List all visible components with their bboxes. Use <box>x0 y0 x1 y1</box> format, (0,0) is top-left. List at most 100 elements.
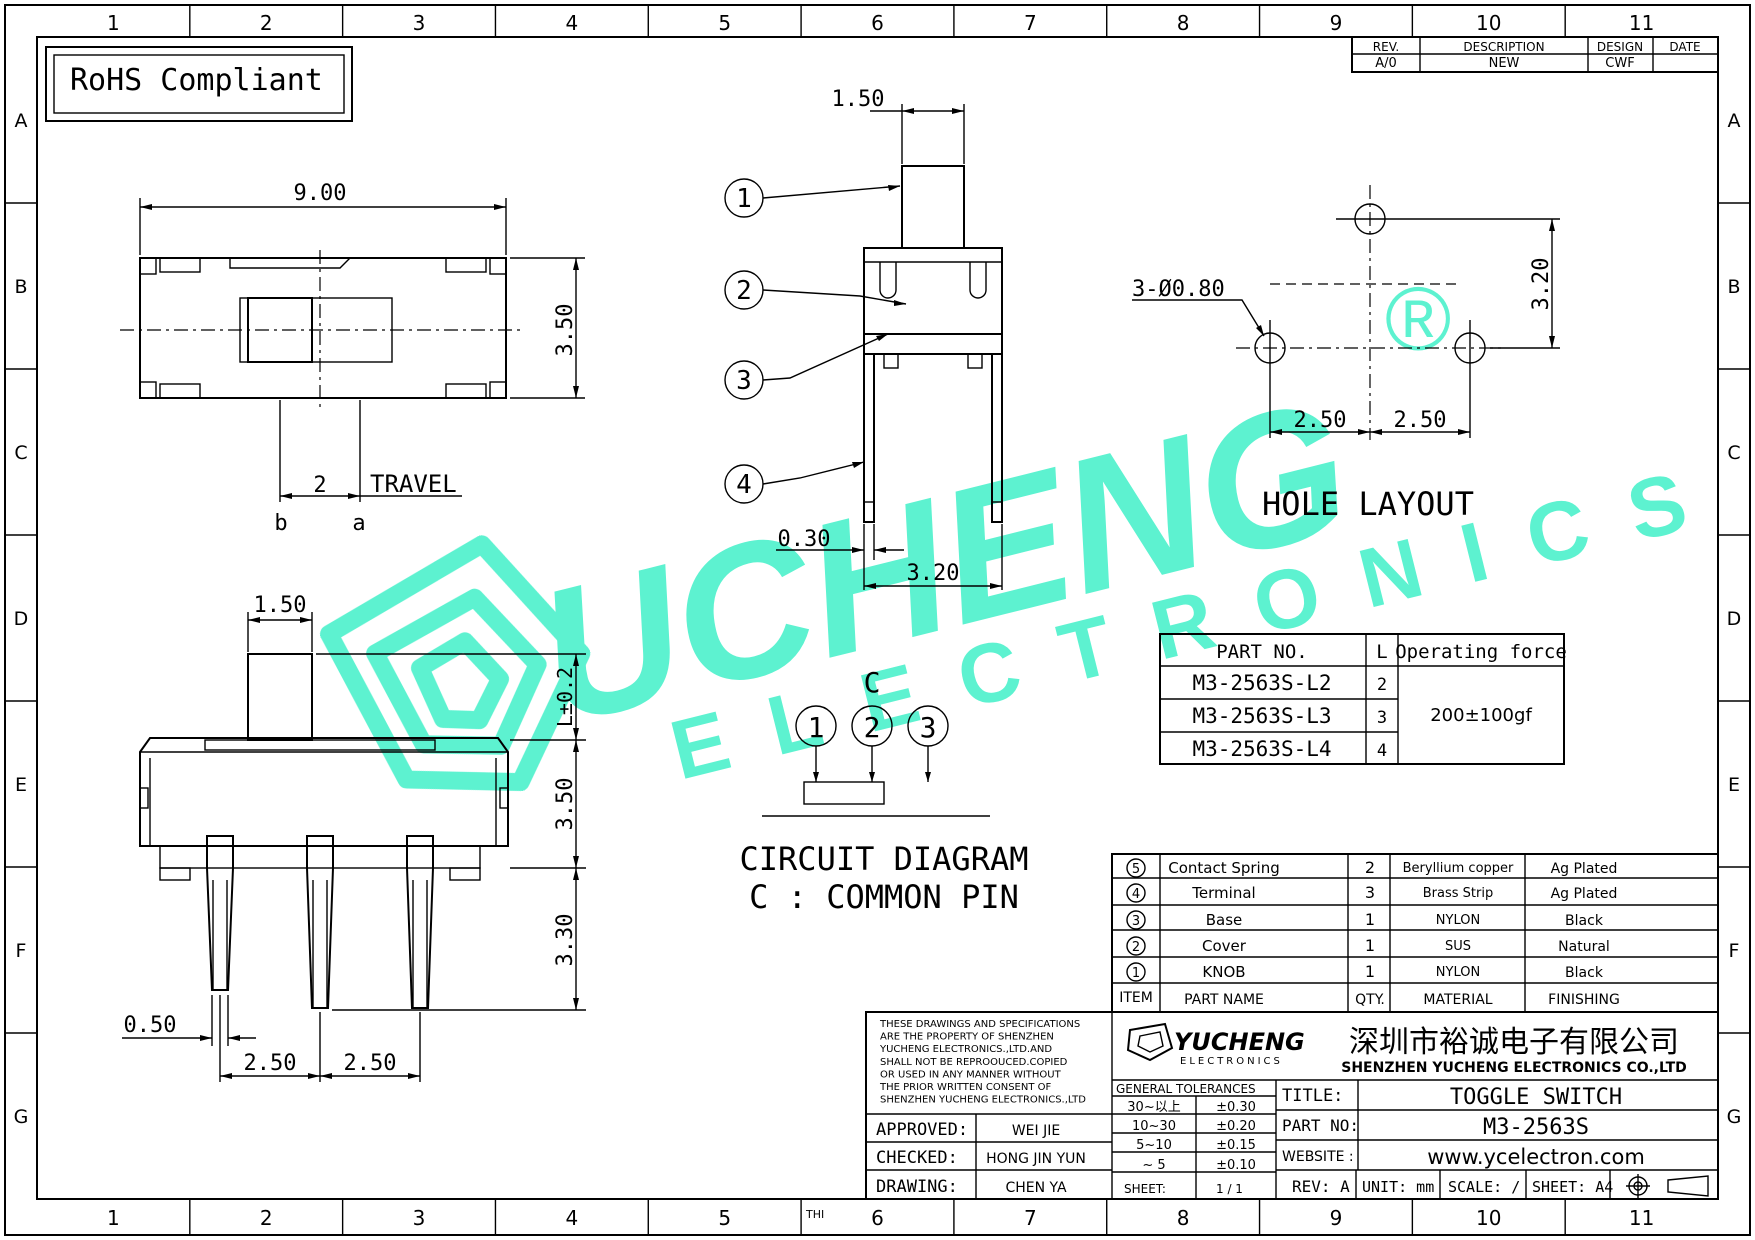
company-en: SHENZHEN YUCHENG ELECTRONICS CO.,LTD <box>1341 1060 1687 1076</box>
zone-col-bottom: 4 <box>565 1206 578 1230</box>
sheet-value: 1 / 1 <box>1216 1182 1243 1196</box>
rohs-label: RoHS Compliant <box>70 63 323 98</box>
dim-front-pin: 0.30 <box>778 527 831 552</box>
bom-item-no: 1 <box>1132 966 1140 981</box>
rev-header: REV. <box>1373 40 1399 54</box>
tol-range: 30~以上 <box>1127 1100 1180 1115</box>
dim-hole-p1: 2.50 <box>1294 408 1347 433</box>
zone-row-right: E <box>1728 774 1740 796</box>
watermark-logo: UCHENG ELECTRONICS ® <box>320 270 1738 797</box>
zone-col-top: 2 <box>260 11 273 35</box>
bom-item-circle <box>1126 858 1146 878</box>
parts-header-force: Operating force <box>1395 641 1567 663</box>
tol-range: 5~10 <box>1136 1138 1172 1153</box>
zone-row-right: C <box>1727 442 1740 464</box>
callout-1: 1 <box>736 184 752 214</box>
bom-item-circle <box>1126 962 1146 982</box>
parts-row-partno: M3-2563S-L3 <box>1192 704 1331 728</box>
tol-range: ~ 5 <box>1142 1158 1165 1173</box>
zone-row-left: E <box>15 774 27 796</box>
bom-material: Beryllium copper <box>1403 861 1514 876</box>
partno-label: PART NO: <box>1282 1116 1359 1135</box>
rohs-badge-outer <box>45 46 353 122</box>
title-label: TITLE: <box>1282 1086 1343 1106</box>
dim-L: L±0.2 <box>553 667 577 727</box>
zone-col-bottom: 1 <box>107 1206 120 1230</box>
zone-col-top: 5 <box>718 11 731 35</box>
pos-a: a <box>352 511 365 536</box>
notice-line: THESE DRAWINGS AND SPECIFICATIONS <box>879 1019 1080 1030</box>
tol-value: ±0.30 <box>1216 1100 1256 1115</box>
bom-part-name: Cover <box>1202 937 1247 955</box>
pos-b: b <box>274 511 287 536</box>
notice-line: YUCHENG ELECTRONICS.,LTD.AND <box>879 1044 1052 1055</box>
approved-name: WEI JIE <box>1012 1123 1060 1139</box>
dim-height: 3.50 <box>553 304 578 357</box>
bom-item-no: 5 <box>1132 862 1140 877</box>
watermark-registered: ® <box>1385 270 1451 370</box>
parts-header-L: L <box>1376 641 1387 663</box>
zone-col-top: 4 <box>565 11 578 35</box>
zone-row-left: A <box>15 110 28 132</box>
bom-part-name: Base <box>1206 911 1243 929</box>
parts-header-part: PART NO. <box>1216 641 1308 663</box>
design-value: CWF <box>1605 56 1634 71</box>
zone-col-bottom: 9 <box>1330 1206 1343 1230</box>
circuit-common: C <box>864 666 881 699</box>
dim-pin-w: 0.50 <box>124 1013 177 1038</box>
parts-row-partno: M3-2563S-L4 <box>1192 737 1331 761</box>
bom-qty: 1 <box>1365 962 1375 981</box>
bom-header-qty: QTY. <box>1355 992 1385 1008</box>
zone-col-bottom: 10 <box>1476 1206 1501 1230</box>
dim-pitch-2: 2.50 <box>344 1051 397 1076</box>
zone-row-right: A <box>1728 110 1741 132</box>
bom-item-circle <box>1126 910 1146 930</box>
bom-material: NYLON <box>1436 913 1480 928</box>
zone-col-bottom: 5 <box>718 1206 731 1230</box>
rohs-badge-inner <box>53 54 345 114</box>
hole-layout: 3.20 3-Ø0.80 2.50 2.50 HOLE LAYOUT <box>1132 185 1560 523</box>
circuit-pin-2: 2 <box>864 711 881 744</box>
bom-item-no: 4 <box>1132 887 1140 902</box>
zone-col-top: 9 <box>1330 11 1343 35</box>
zone-row-left: F <box>16 940 27 962</box>
zone-col-top: 10 <box>1476 11 1501 35</box>
zone-col-bottom: 8 <box>1177 1206 1190 1230</box>
logo-sub: ELECTRONICS <box>1180 1056 1283 1067</box>
zone-row-left: C <box>14 442 27 464</box>
rev-field: REV: A <box>1292 1177 1350 1196</box>
bom-finishing: Ag Plated <box>1551 886 1618 902</box>
callout-2: 2 <box>736 276 752 306</box>
checked-label: CHECKED: <box>876 1148 958 1168</box>
dim-front-w: 3.20 <box>907 561 960 586</box>
bom-qty: 2 <box>1365 858 1375 877</box>
dim-knob-side: 1.50 <box>254 593 307 618</box>
title-value: TOGGLE SWITCH <box>1450 1085 1622 1110</box>
zone-col-top: 11 <box>1629 11 1654 35</box>
tol-range: 10~30 <box>1132 1119 1176 1134</box>
dim-body-h: 3.50 <box>553 778 578 831</box>
front-view: 1.50 1 2 3 4 0.30 3.20 <box>724 87 1003 590</box>
notice-line: SHALL NOT BE REPROOUCED.COPIED <box>880 1057 1068 1068</box>
circuit-pin-1: 1 <box>808 711 825 744</box>
circuit-diagram: C 1 2 3 CIRCUIT DIAGRAM C : COMMON PIN <box>740 666 1029 916</box>
bom-qty: 1 <box>1365 910 1375 929</box>
dim-hole-h: 3.20 <box>1529 258 1554 311</box>
bom-finishing: Black <box>1565 965 1604 981</box>
bom-finishing: Black <box>1565 913 1604 929</box>
parts-row-L: 3 <box>1377 708 1387 728</box>
parts-row-partno: M3-2563S-L2 <box>1192 671 1331 695</box>
top-view: 9.00 3.50 2 TRAVEL b a <box>120 181 585 536</box>
callout-3: 3 <box>736 366 752 396</box>
side-view: 1.50 L±0.2 3.50 3.30 0.50 2.50 2.50 <box>122 593 586 1082</box>
website-label: WEBSITE : <box>1282 1149 1354 1165</box>
tol-value: ±0.15 <box>1216 1138 1256 1153</box>
zone-col-top: 7 <box>1024 11 1037 35</box>
bom-header-item: ITEM <box>1119 990 1153 1006</box>
zone-col-top: 3 <box>413 11 426 35</box>
zone-col-bottom: 2 <box>260 1206 273 1230</box>
